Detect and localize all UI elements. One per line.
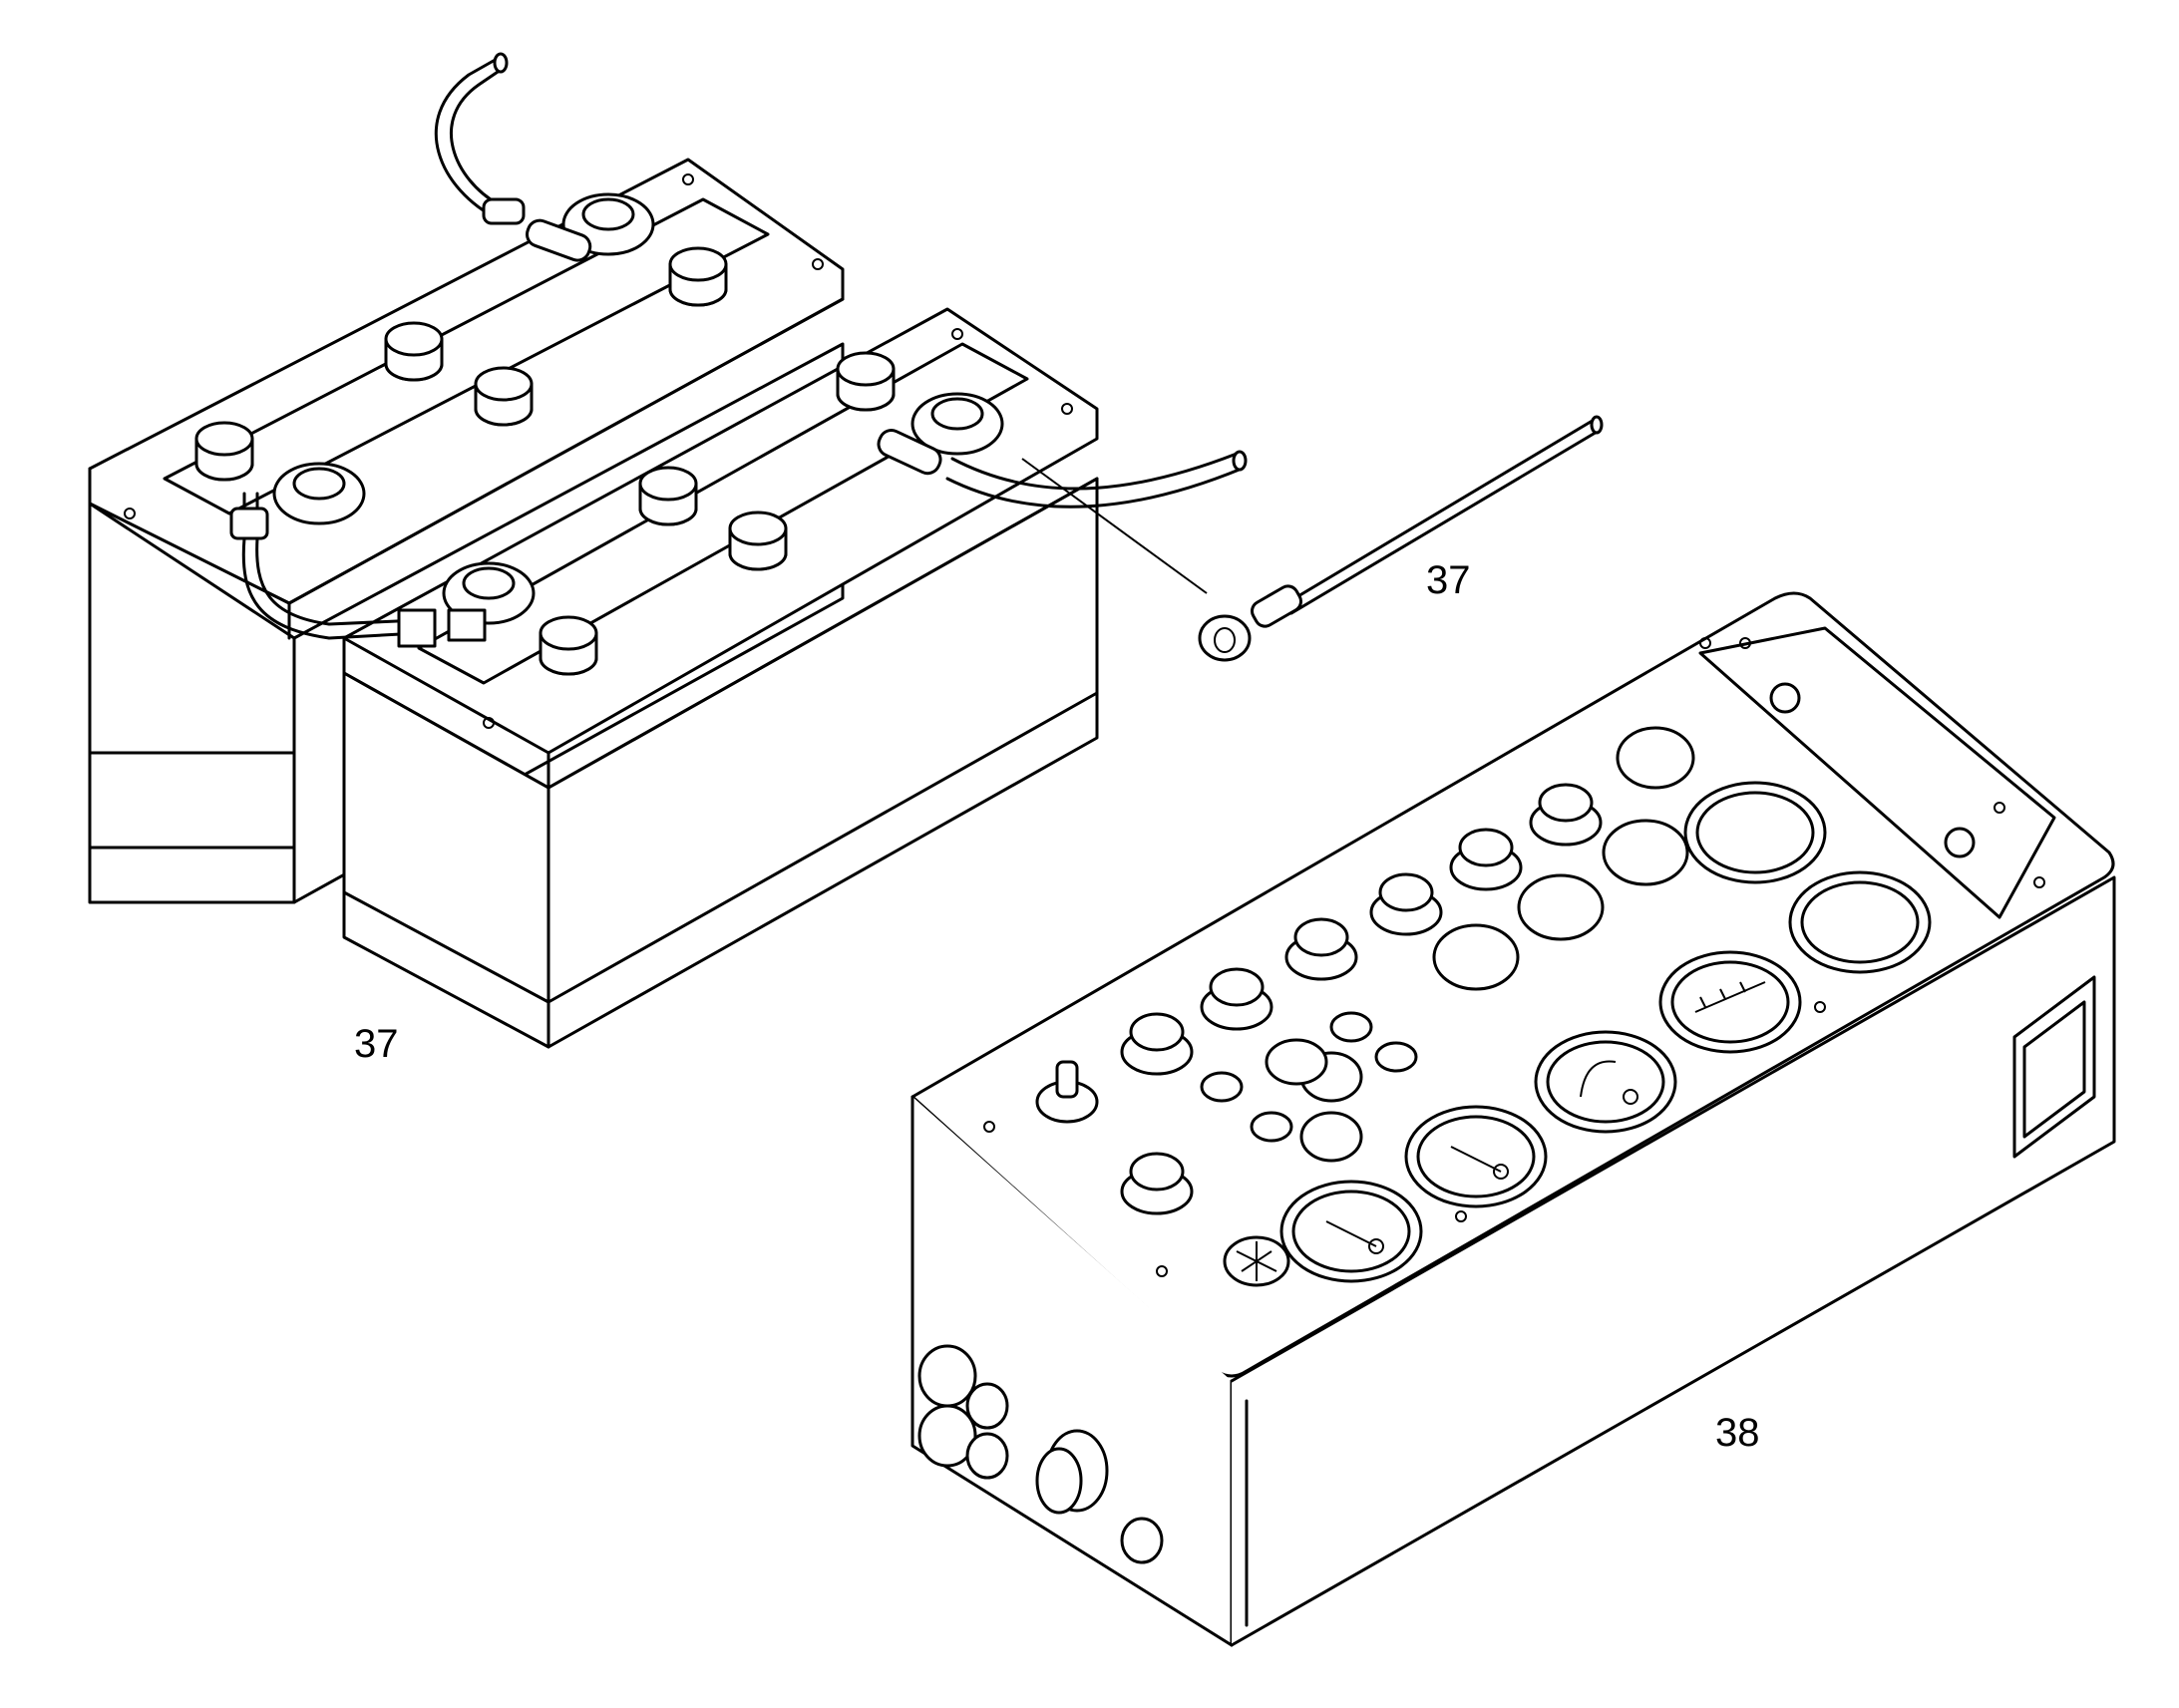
vent-cap: [539, 615, 598, 676]
gauge: [1788, 870, 1932, 974]
vent-cap: [384, 321, 444, 382]
battery-cable-right: [945, 450, 1248, 509]
gauge: [1534, 1030, 1677, 1134]
callout-control-box: 38: [1715, 1411, 1760, 1455]
gauge: [1658, 950, 1802, 1054]
push-button: [1120, 1012, 1194, 1076]
front-panel-connectors: [917, 1344, 1164, 1564]
push-button: [1200, 967, 1273, 1031]
buzzer-grille: [1223, 1235, 1290, 1287]
vent-cap: [728, 511, 788, 571]
push-button: [1529, 783, 1603, 847]
gauge: [1683, 781, 1827, 884]
callout-battery-cable: 37: [1426, 558, 1471, 602]
battery-jumper-cable: [229, 492, 487, 648]
vent-cap: [668, 246, 728, 307]
battery-cable-top: [434, 52, 526, 225]
vent-cap: [836, 351, 896, 412]
push-button: [1284, 917, 1358, 981]
control-box: [910, 591, 2116, 1647]
push-button: [1120, 1152, 1194, 1215]
vent-cap: [474, 366, 534, 427]
gauge: [1404, 1105, 1548, 1208]
callout-batteries: 37: [354, 1022, 399, 1066]
vent-cap: [638, 466, 698, 526]
toggle-switch: [1035, 1060, 1099, 1124]
gauge: [1279, 1180, 1423, 1283]
push-button: [1369, 872, 1443, 936]
battery-terminal-clamp: [877, 392, 1004, 476]
exploded-cable-assembly: [1021, 415, 1604, 662]
battery-terminal-clamp: [272, 462, 366, 525]
push-button: [1449, 828, 1523, 891]
front-battery: [342, 307, 1099, 1049]
battery-terminal-clamp: [526, 192, 655, 262]
vent-cap: [194, 421, 254, 482]
battery-terminal-clamp: [442, 561, 536, 625]
